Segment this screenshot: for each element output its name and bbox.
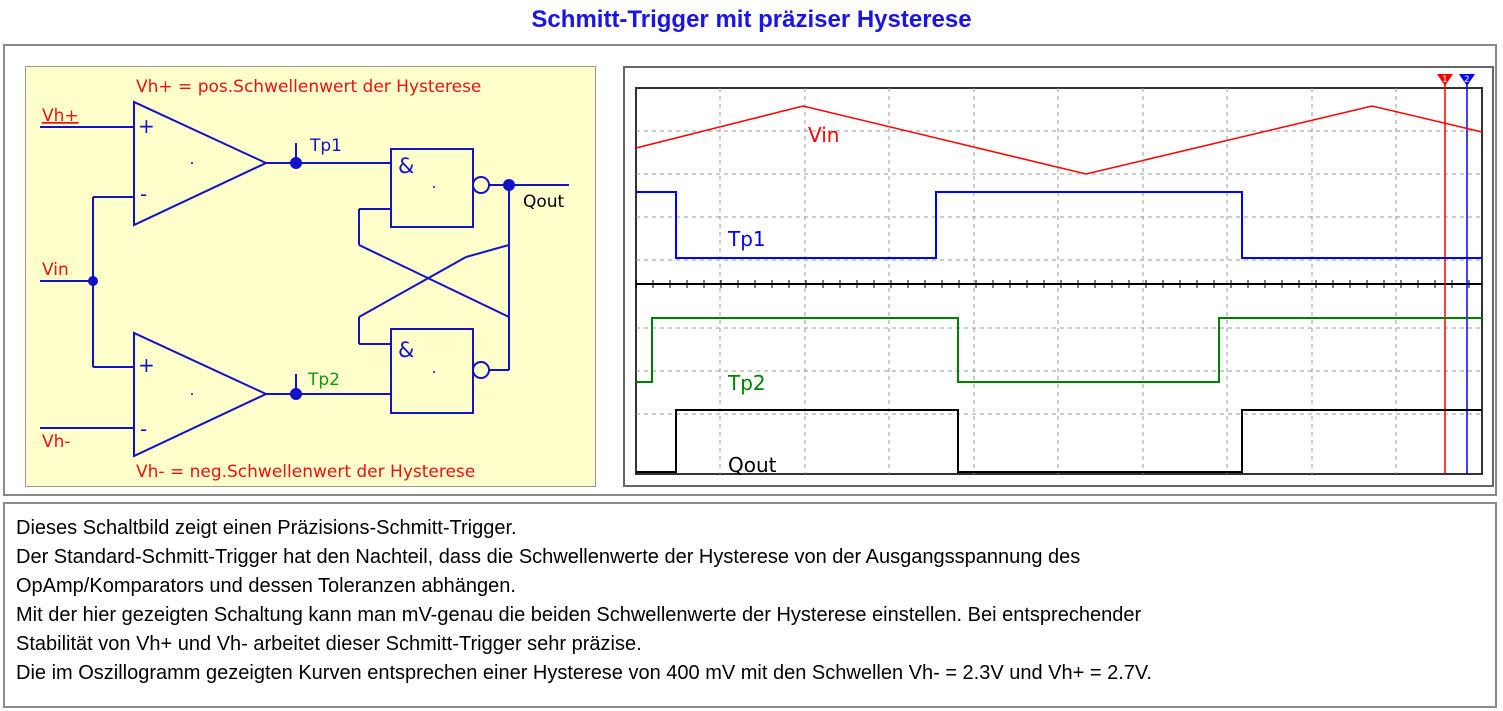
description-line: Stabilität von Vh+ und Vh- arbeitet dies… [16,633,642,655]
description: Dieses Schaltbild zeigt einen Präzisions… [16,514,1476,688]
lower-gate-symbol: & [398,338,414,362]
lower-opamp-plus: + [138,353,155,377]
trace-tp1 [636,191,1482,259]
vh-plus-note: Vh+ = pos.Schwellenwert der Hysterese [136,77,481,97]
lower-opamp-minus: - [140,417,147,441]
trace-label-tp1: Tp1 [727,227,766,251]
label-vin: Vin [42,260,69,280]
cursor-2-label: 2 [1464,75,1470,85]
trace-label-tp2: Tp2 [727,371,766,395]
description-line: Die im Oszillogramm gezeigten Kurven ent… [16,662,1152,684]
description-frame [3,502,1497,708]
schematic-drawing: Vh+ = pos.Schwellenwert der Hysterese Vh… [40,77,569,482]
label-tp1: Tp1 [309,136,342,156]
scope-grid [636,88,1482,474]
lower-opamp [133,331,269,458]
description-line: Dieses Schaltbild zeigt einen Präzisions… [16,517,517,539]
upper-opamp-plus: + [138,114,155,138]
upper-opamp-minus: - [140,182,147,206]
vh-minus-note: Vh- = neg.Schwellenwert der Hysterese [136,462,475,482]
upper-gate-symbol: & [398,154,414,178]
cursor-2-marker [1459,74,1475,86]
label-vh-minus: Vh- [42,432,71,452]
schematic-panel: Vh+ = pos.Schwellenwert der Hysterese Vh… [25,66,596,487]
description-line: Mit der hier gezeigten Schaltung kann ma… [16,604,1142,626]
cursor-1-label: 1 [1442,75,1448,85]
oscilloscope-display: 1 2 Vin Tp1 Tp2 Qout [635,74,1483,477]
oscilloscope-panel: 1 2 Vin Tp1 Tp2 Qout [623,66,1494,487]
upper-opamp [133,100,269,227]
label-tp2: Tp2 [307,370,340,390]
description-line: Der Standard-Schmitt-Trigger hat den Nac… [16,546,1081,568]
trace-label-qout: Qout [728,453,777,477]
cursor-1-marker [1437,74,1453,86]
trace-label-vin: Vin [808,123,839,147]
trace-tp2 [636,317,1482,383]
trace-vin [635,105,1483,175]
scope-axis-ticks [635,280,1470,288]
page-title: Schmitt-Trigger mit präziser Hysterese [531,6,972,33]
label-vh-plus: Vh+ [42,106,79,126]
trace-qout [636,409,1482,473]
description-line: OpAmp/Komparators und dessen Toleranzen … [16,575,516,597]
label-qout: Qout [523,192,565,212]
